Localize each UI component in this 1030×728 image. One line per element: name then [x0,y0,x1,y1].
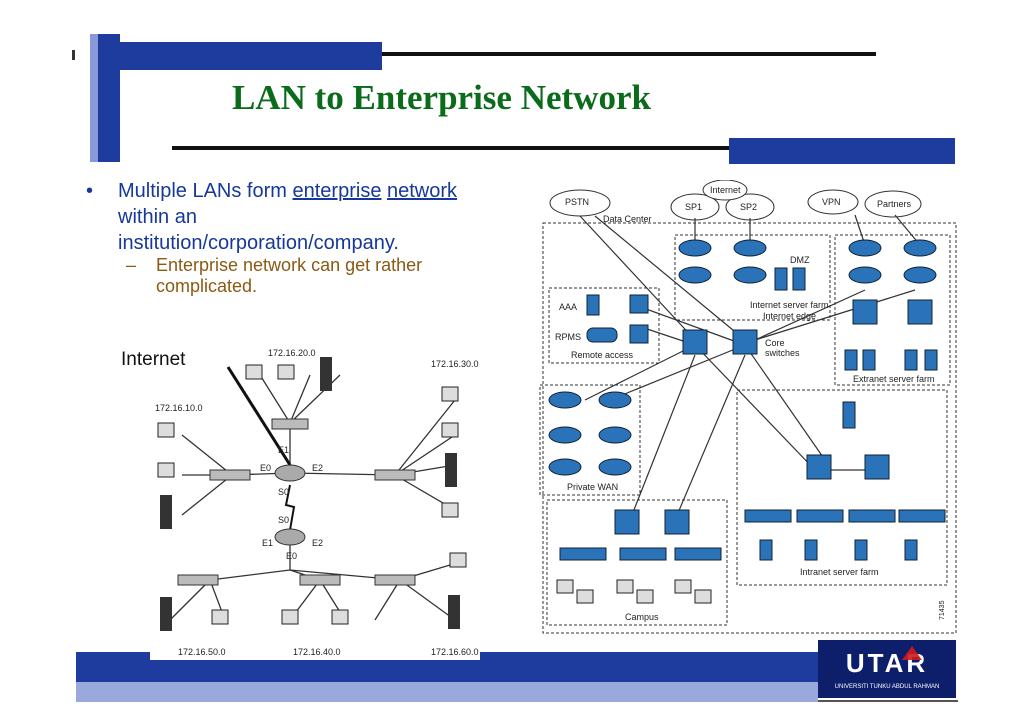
figure-id: 71435 [939,600,946,620]
bullet-1-text: Multiple LANs form enterprise network wi… [118,178,478,256]
pstn-label: PSTN [565,197,590,207]
port-label: S0 [278,515,290,525]
network-link[interactable]: network [387,180,458,202]
internet-edge-label: Internet edge [763,311,817,321]
logo-accent [902,646,922,660]
slide-title: LAN to Enterprise Network [232,78,651,117]
subnet-label: 172.16.60.0 [431,647,479,657]
internet-server-farm-label: Internet server farm [750,300,829,310]
rpms-label: RPMS [555,332,582,342]
bottom-right-line [818,700,958,702]
aaa-label: AAA [559,302,578,312]
lan-diagram-svg [157,357,467,631]
logo-text: UTAR [845,648,929,678]
port-label: E2 [312,538,324,548]
port-label: S0 [278,487,290,497]
lan-diagram: 172.16.20.0 172.16.30.0 172.16.10.0 172.… [150,345,480,660]
subnet-label: 172.16.10.0 [155,403,203,413]
enterprise-diagram-svg [539,180,957,634]
top-left-accent-shade [90,34,98,162]
port-label: E2 [312,463,324,473]
top-header-line [382,52,876,56]
internet-label: Internet [121,349,186,370]
data-center-label: Data Center [603,214,652,224]
bullet-2-text: Enterprise network can get rather compli… [156,255,423,296]
subnet-label: 172.16.40.0 [293,647,341,657]
enterprise-diagram: PSTN Internet SP1 SP2 VPN Partners Data … [535,180,965,635]
bullet-1-pre: Multiple LANs form [118,180,293,202]
campus-label: Campus [625,612,659,622]
core-switches-label: Core switches [765,338,800,358]
title-underline [172,146,729,150]
remote-access-label: Remote access [571,350,634,360]
logo-subtitle: UNIVERSITI TUNKU ABDUL RAHMAN [834,684,940,690]
port-label: E0 [260,463,272,473]
partners-label: Partners [877,199,912,209]
title-accent-box [729,138,955,164]
subnet-label: 172.16.50.0 [178,647,226,657]
port-label: E1 [278,445,290,455]
left-edge-tick [72,50,75,60]
bottom-bar-light [76,682,818,702]
port-label: E1 [262,538,274,548]
sp1-label: SP1 [685,202,703,212]
enterprise-link[interactable]: enterprise [292,180,382,202]
subnet-label: 172.16.30.0 [431,359,479,369]
dmz-label: DMZ [790,255,810,265]
bullet-marker: • [86,180,94,202]
sp2-label: SP2 [740,202,758,212]
internet-cloud-label: Internet [710,185,741,195]
top-header-bar [98,42,382,70]
sub-bullet-dash: – [126,255,137,275]
extranet-server-farm-label: Extranet server farm [853,374,935,384]
intranet-server-farm-label: Intranet server farm [800,567,879,577]
port-label: E0 [286,551,298,561]
utar-logo: UTAR UNIVERSITI TUNKU ABDUL RAHMAN [818,640,956,698]
subnet-label: 172.16.20.0 [268,348,316,358]
private-wan-label: Private WAN [567,482,619,492]
vpn-label: VPN [822,197,841,207]
bullet-1-post: within an institution/corporation/compan… [118,206,399,254]
